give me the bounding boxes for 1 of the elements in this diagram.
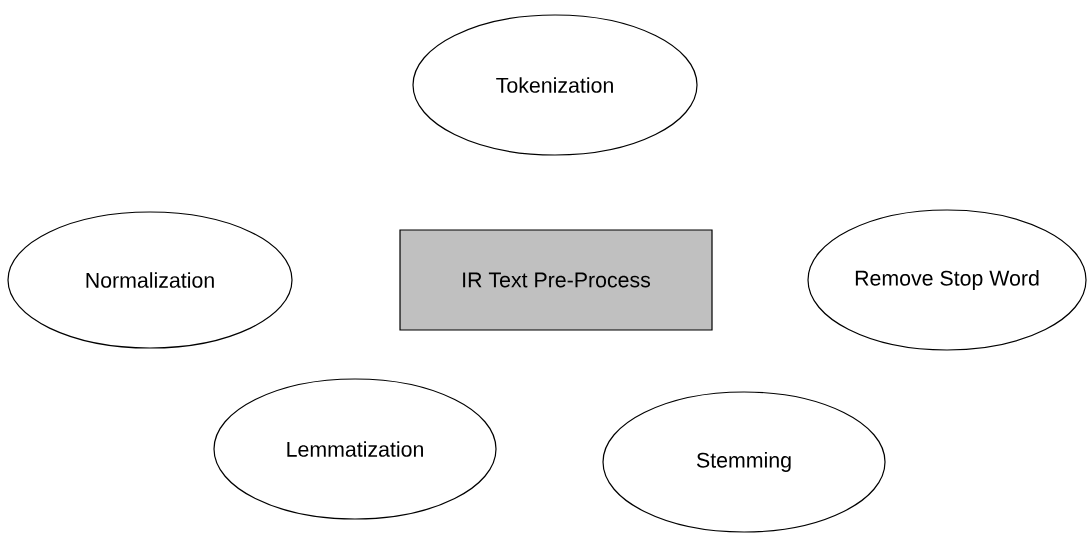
process-box: IR Text Pre-Process (399, 229, 713, 331)
